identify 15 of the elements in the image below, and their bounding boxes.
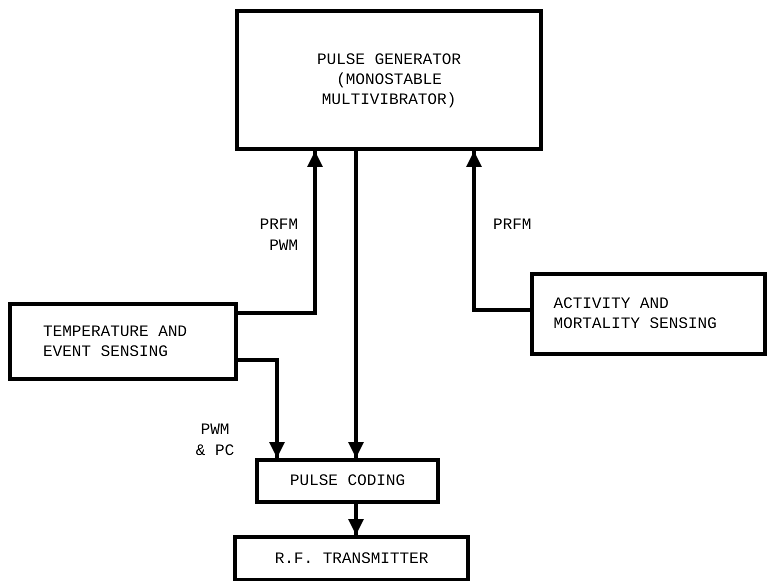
process-box — [233, 535, 470, 581]
box-label: PULSE CODING — [290, 471, 406, 491]
box-label: TEMPERATURE AND EVENT SENSING — [43, 322, 188, 362]
box-label: PULSE GENERATOR (MONOSTABLE MULTIVIBRATOR) — [316, 50, 462, 110]
process-box — [8, 302, 238, 381]
arrow — [238, 151, 323, 315]
box-label: ACTIVITY AND MORTALITY SENSING — [554, 294, 718, 334]
process-box — [255, 458, 440, 504]
arrow — [348, 151, 364, 458]
arrow — [466, 151, 530, 312]
box-label: R.F. TRANSMITTER — [274, 548, 428, 568]
arrow — [238, 358, 285, 458]
arrow — [348, 504, 364, 535]
process-box — [530, 272, 767, 356]
process-box — [235, 9, 543, 151]
